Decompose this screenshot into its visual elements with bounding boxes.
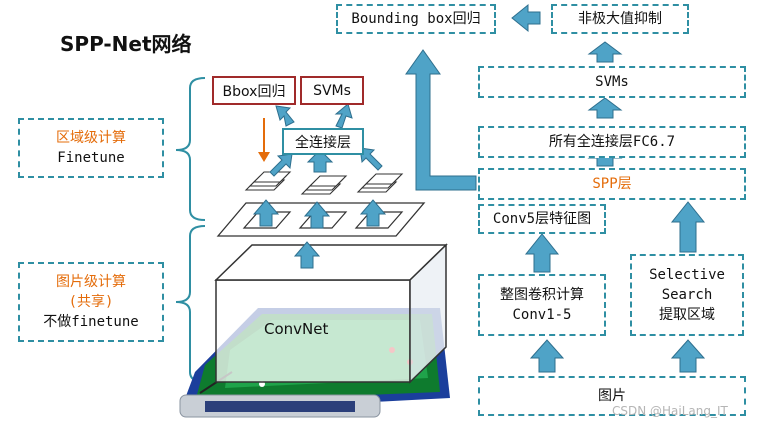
input-image-box: 图片 (478, 376, 746, 416)
region-finetune-label: Finetune (57, 150, 125, 166)
arrow-up-icon (587, 41, 623, 63)
arrow-up-icon (252, 199, 280, 227)
selective-search-box: Selective Search 提取区域 (630, 254, 744, 336)
pooled-stacks (244, 171, 404, 195)
convnet-label: ConvNet (264, 320, 329, 338)
region-level-box: 区域级计算 Finetune (18, 118, 164, 178)
conv1-5-label: Conv1-5 (512, 307, 572, 323)
arrow-up-icon (670, 339, 706, 373)
region-level-label: 区域级计算 (56, 130, 126, 146)
arrow-diag-icon (334, 103, 353, 129)
no-finetune-label: 不做finetune (43, 314, 139, 330)
arrow-left-icon (511, 3, 541, 33)
arrow-up-icon (293, 241, 321, 269)
spp-layer-box: SPP层 (478, 168, 746, 200)
page-title: SPP-Net网络 (60, 32, 192, 56)
extract-regions-label: 提取区域 (659, 307, 715, 323)
arrow-up-icon (303, 201, 331, 229)
fc-layer-box: 全连接层 (282, 128, 364, 155)
watermark: CSDN @HaiLang_IT (612, 404, 728, 418)
bbox-regression-box: Bbox回归 (212, 76, 296, 105)
fc-step-box: 所有全连接层FC6.7 (478, 126, 746, 158)
orange-arrow (258, 118, 270, 162)
image-brace (175, 225, 206, 383)
arrow-up-icon (359, 199, 387, 227)
right-arrows (405, 3, 706, 373)
arrow-up-icon (587, 97, 623, 119)
arrow-diag-icon (269, 153, 293, 177)
arrow-up-icon (670, 201, 706, 253)
selective-label: Selective (649, 267, 725, 283)
arrow-up-icon (529, 339, 565, 373)
arrow-up-icon (306, 149, 334, 173)
search-label: Search (661, 287, 713, 303)
full-conv-label: 整图卷积计算 (500, 287, 584, 303)
svms-box: SVMs (300, 76, 364, 105)
image-level-label: 图片级计算 (56, 274, 126, 290)
full-conv-box: 整图卷积计算 Conv1-5 (478, 274, 606, 336)
convnet-cube (214, 243, 448, 384)
arrow-up-icon (524, 233, 560, 273)
nms-box: 非极大值抑制 (551, 4, 689, 34)
big-l-arrow (405, 49, 477, 191)
shared-label: (共享) (68, 294, 114, 310)
arrow-diag-icon (359, 147, 383, 171)
region-brace (175, 77, 206, 221)
image-level-box: 图片级计算 (共享) 不做finetune (18, 262, 164, 342)
svms-step-box: SVMs (478, 66, 746, 98)
arrow-diag-icon (275, 105, 295, 127)
conv5-feature-box: Conv5层特征图 (478, 204, 606, 234)
bounding-box-regression-box: Bounding box回归 (336, 4, 496, 34)
left-arrows (252, 103, 387, 269)
